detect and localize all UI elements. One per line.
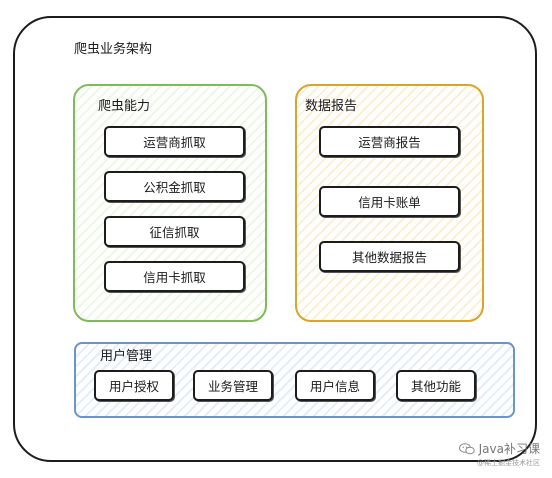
crawler-item: 运营商抓取	[104, 126, 245, 157]
report-item: 其他数据报告	[319, 241, 460, 272]
crawler-item: 信用卡抓取	[104, 261, 245, 292]
reports-panel-title: 数据报告	[305, 99, 358, 114]
wechat-icon	[458, 443, 475, 455]
users-panel-title: 用户管理	[100, 349, 153, 364]
watermark-subtext: @稀土掘金技术社区	[477, 459, 540, 467]
user-item: 用户信息	[295, 370, 375, 401]
user-item: 业务管理	[193, 370, 273, 401]
watermark-text: Java补习课	[478, 442, 540, 456]
report-item: 信用卡账单	[319, 186, 460, 217]
crawler-item: 公积金抓取	[104, 171, 245, 202]
user-item: 用户授权	[94, 370, 174, 401]
crawler-item: 征信抓取	[104, 216, 245, 247]
watermark: Java补习课 @稀土掘金技术社区	[458, 440, 540, 468]
report-item: 运营商报告	[319, 126, 460, 157]
user-item: 其他功能	[396, 370, 476, 401]
diagram-title: 爬虫业务架构	[74, 42, 153, 57]
crawler-panel-title: 爬虫能力	[98, 99, 151, 114]
